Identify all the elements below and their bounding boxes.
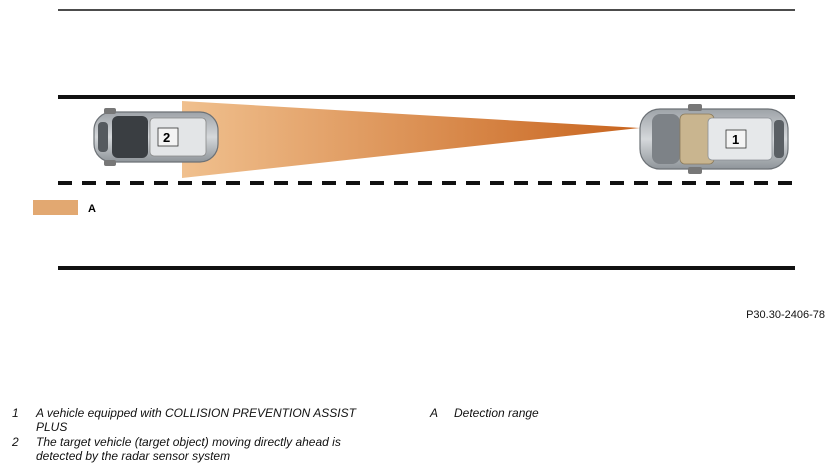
road-diagram: 2 1 A	[33, 9, 795, 270]
detection-range-beam	[182, 101, 640, 178]
legend-swatch-key: A	[88, 203, 96, 215]
figure-reference: P30.30-2406-78	[746, 309, 825, 321]
legend-key: A	[430, 406, 439, 420]
legend-key: 1	[12, 406, 19, 420]
legend-text: A vehicle equipped with COLLISION PREVEN…	[36, 406, 356, 434]
vehicle-1-label: 1	[732, 132, 739, 147]
target-vehicle: 2	[93, 108, 219, 166]
equipped-vehicle: 1	[639, 104, 789, 174]
legend-key: 2	[12, 435, 19, 449]
vehicle-2-label: 2	[163, 130, 170, 145]
legend-text: Detection range	[454, 406, 539, 420]
legend-text: The target vehicle (target object) movin…	[36, 435, 341, 463]
legend-swatch-detection-range	[33, 200, 78, 215]
